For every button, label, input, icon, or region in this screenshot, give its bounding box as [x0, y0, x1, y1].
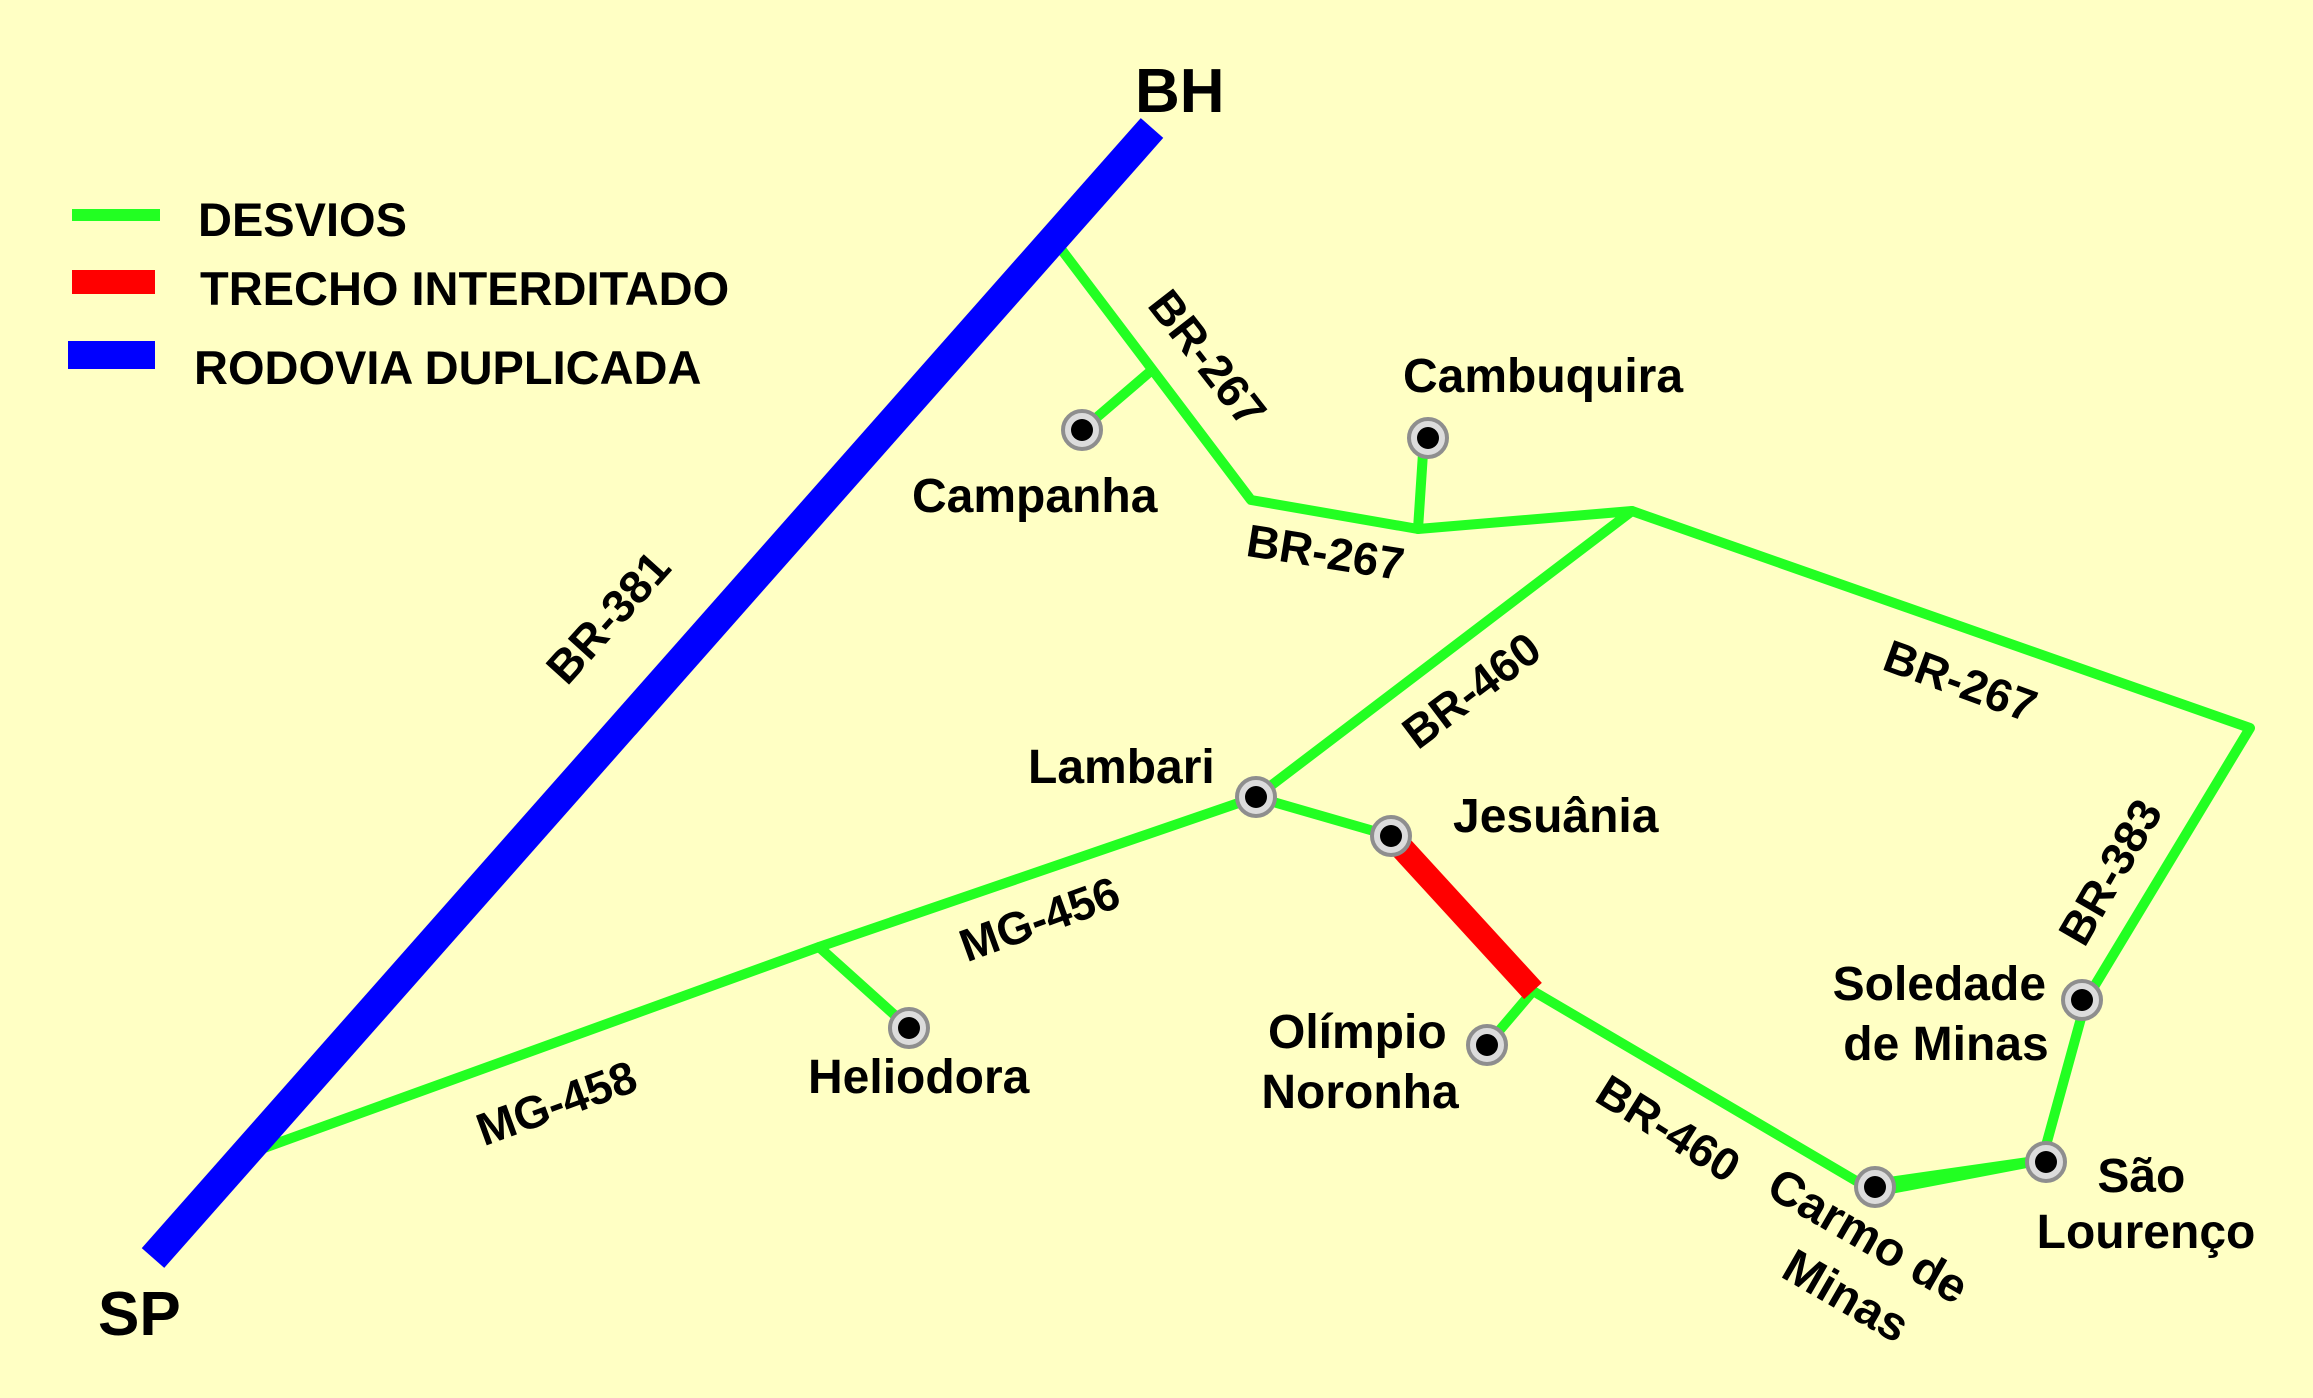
- city-marker-heliodora: [888, 1007, 930, 1049]
- road-br460-north: [1251, 506, 1637, 802]
- city-label-lambari: Lambari: [1028, 741, 1215, 794]
- legend-label-closed-section: TRECHO INTERDITADO: [200, 262, 729, 315]
- road-br381-duplicated: [141, 118, 1164, 1268]
- city-label-cambuquira: Cambuquira: [1403, 350, 1683, 403]
- endpoint-label-sp: SP: [98, 1280, 181, 1349]
- city-label-sao-lourenco-line-1: São: [2097, 1150, 2185, 1203]
- detour-roads: [259, 240, 2255, 1197]
- city-label-heliodora: Heliodora: [808, 1051, 1030, 1104]
- city-markers: [888, 409, 2103, 1208]
- city-marker-lambari: [1235, 776, 1277, 818]
- road-label-br460-north: BR-460: [1392, 622, 1550, 759]
- city-marker-sao-lourenco: [2025, 1141, 2067, 1183]
- city-marker-campanha: [1061, 409, 1103, 451]
- city-label-olimpio-noronha-line-1: Olímpio: [1268, 1006, 1447, 1059]
- legend-label-duplicated-highway: RODOVIA DUPLICADA: [194, 341, 701, 394]
- road-lambari-jesuania: [1251, 792, 1396, 841]
- city-label-olimpio-noronha: Olímpio Noronha: [1261, 1006, 1460, 1119]
- road-label-br383: BR-383: [2048, 790, 2172, 953]
- legend: DESVIOS TRECHO INTERDITADO RODOVIA DUPLI…: [68, 193, 729, 394]
- city-marker-olimpio-noronha: [1466, 1024, 1508, 1066]
- city-label-olimpio-noronha-line-2: Noronha: [1261, 1066, 1459, 1119]
- road-label-br460-south: BR-460: [1587, 1064, 1749, 1192]
- city-label-jesuania: Jesuânia: [1453, 790, 1659, 843]
- city-label-campanha: Campanha: [912, 470, 1158, 523]
- city-label-soledade-de-minas-line-2: de Minas: [1843, 1018, 2048, 1071]
- city-marker-carmo-de-minas: [1854, 1166, 1896, 1208]
- city-marker-cambuquira: [1407, 417, 1449, 459]
- city-label-soledade-de-minas-line-1: Soledade: [1833, 958, 2046, 1011]
- city-label-soledade-de-minas: Soledade de Minas: [1833, 958, 2060, 1071]
- legend-label-detours: DESVIOS: [198, 193, 407, 246]
- endpoint-label-bh: BH: [1135, 57, 1225, 126]
- road-closed-section: [1382, 827, 1542, 1000]
- road-label-br267-north: BR-267: [1138, 280, 1277, 437]
- city-label-sao-lourenco: São Lourenço: [2037, 1150, 2256, 1259]
- city-label-sao-lourenco-line-2: Lourenço: [2037, 1206, 2256, 1259]
- city-marker-soledade-de-minas: [2061, 979, 2103, 1021]
- road-label-mg456: MG-456: [953, 866, 1127, 972]
- road-br267-north: [1053, 240, 2255, 1189]
- city-marker-jesuania: [1370, 815, 1412, 857]
